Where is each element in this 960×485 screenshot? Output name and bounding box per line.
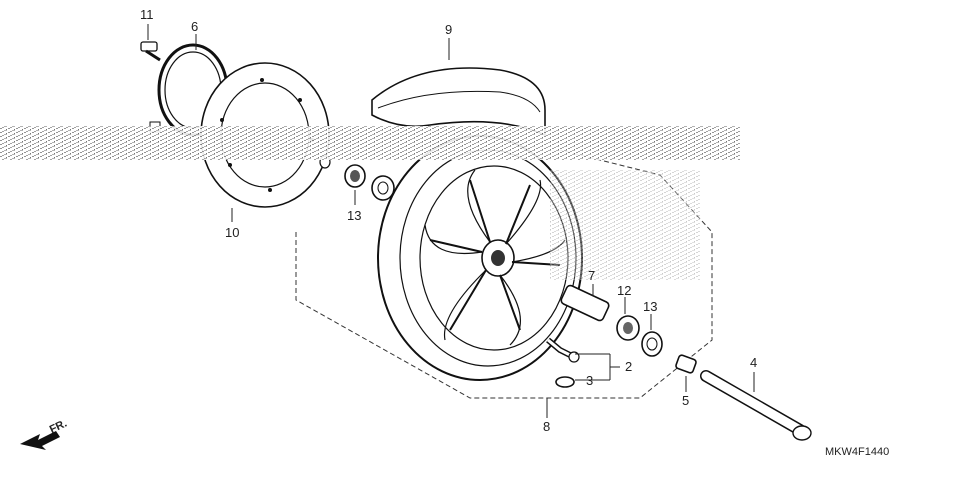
- scan-noise-patch: [550, 170, 700, 280]
- part-number-4: 4: [750, 355, 757, 370]
- part-number-7: 7: [588, 268, 595, 283]
- tire-part-9: [371, 67, 546, 137]
- front-direction-arrow-icon: [20, 431, 60, 450]
- assembly-boundary-dashed: [295, 149, 713, 399]
- scan-noise-band: [0, 126, 740, 160]
- part-number-10: 10: [225, 225, 239, 240]
- bearing-part-12: [616, 315, 640, 341]
- part-number-9: 9: [445, 22, 452, 37]
- leader-lines: [147, 24, 755, 418]
- collar-part-7: [560, 284, 610, 322]
- collar-part-5: [675, 354, 697, 374]
- bearing-part-13-left: [319, 155, 395, 201]
- part-number-13-right: 13: [643, 299, 657, 314]
- part-number-5: 5: [682, 393, 689, 408]
- part-number-11: 11: [140, 7, 154, 22]
- valve-stem-part-2: [546, 337, 580, 363]
- part-number-12: 12: [617, 283, 631, 298]
- axle-part-4: [700, 370, 812, 441]
- part-number-2: 2: [625, 359, 632, 374]
- front-direction-label: FR.: [48, 418, 69, 436]
- part-number-13-left: 13: [347, 208, 361, 223]
- part-number-6: 6: [191, 19, 198, 34]
- part-number-8: 8: [543, 419, 550, 434]
- part-number-3: 3: [586, 373, 593, 388]
- o-ring-part-3: [555, 376, 575, 388]
- bolt-part-11: [140, 41, 161, 62]
- diagram-code: MKW4F1440: [825, 446, 889, 458]
- bearing-part-13-right: [641, 331, 663, 357]
